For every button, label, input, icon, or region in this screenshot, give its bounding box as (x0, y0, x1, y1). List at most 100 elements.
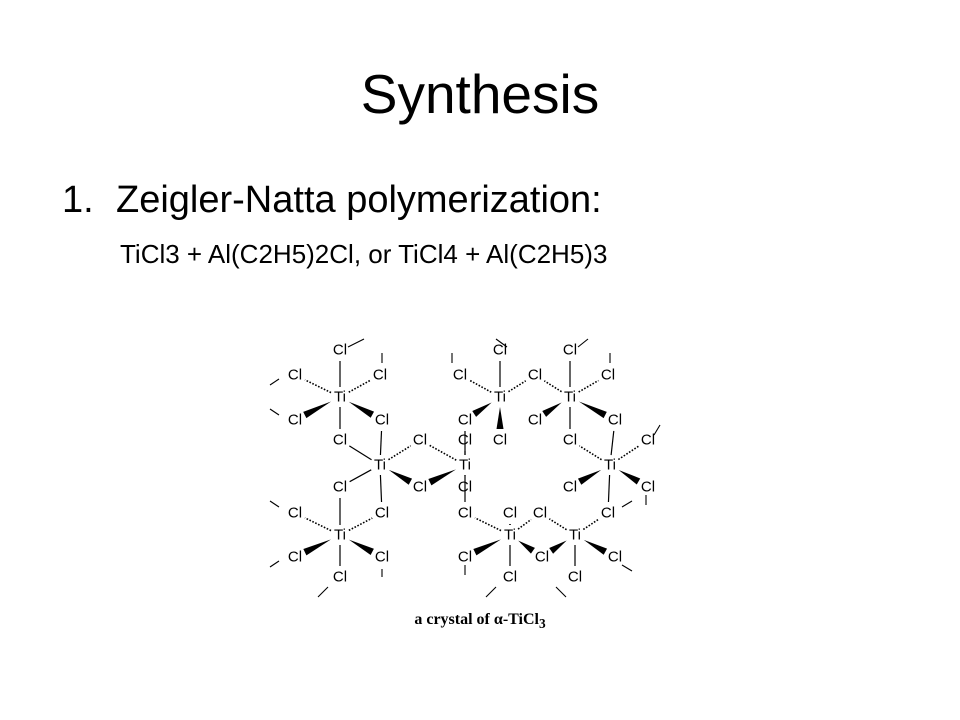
terminal-bond (269, 378, 280, 386)
single-bond (349, 445, 372, 461)
chlorine-atom-label: Cl (375, 505, 389, 522)
dashed-bond (388, 445, 412, 461)
terminal-bond (621, 500, 633, 508)
dashed-bond (474, 517, 502, 532)
wedge-bond (542, 402, 562, 417)
chlorine-atom-label: Cl (493, 342, 507, 359)
chlorine-atom-label: Cl (333, 342, 347, 359)
chlorine-atom-label: Cl (608, 549, 622, 566)
titanium-atom-label: Ti (569, 527, 581, 544)
wedge-bond (303, 401, 332, 419)
chlorine-atom-label: Cl (641, 479, 655, 496)
reagents-line: TiCl3 + Al(C2H5)2Cl, or TiCl4 + Al(C2H5)… (120, 239, 608, 269)
terminal-bond (621, 564, 633, 572)
slide-title: Synthesis (360, 63, 600, 125)
terminal-bond (317, 586, 329, 598)
chlorine-atom-label: Cl (503, 569, 517, 586)
chlorine-atom-label: Cl (413, 432, 427, 449)
bullet-point-1: 1.Zeigler-Natta polymerization: (62, 178, 602, 222)
terminal-bond (577, 338, 589, 348)
chlorine-atom-label: Cl (458, 479, 472, 496)
dashed-bond (304, 517, 332, 532)
dashed-bond (517, 518, 532, 530)
wedge-bond (473, 539, 502, 556)
titanium-atom-label: Ti (334, 389, 346, 406)
chlorine-atom-label: Cl (458, 412, 472, 429)
chlorine-atom-label: Cl (373, 367, 387, 384)
chlorine-atom-label: Cl (535, 549, 549, 566)
bullet-number: 1. (62, 179, 94, 221)
chlorine-atom-label: Cl (563, 432, 577, 449)
wedge-bond (496, 407, 504, 429)
dashed-bond (548, 518, 567, 531)
caption-alpha: α (493, 611, 503, 628)
titanium-atom-label: Ti (334, 527, 346, 544)
dashed-bond (348, 379, 371, 393)
dashed-bond (508, 380, 527, 393)
chlorine-atom-label: Cl (458, 549, 472, 566)
diagram-caption: a crystal of α-TiCl3 (380, 610, 580, 634)
terminal-bond (555, 586, 567, 598)
dashed-bond (582, 518, 600, 531)
chlorine-atom-label: Cl (528, 367, 542, 384)
chlorine-atom-label: Cl (568, 569, 582, 586)
chlorine-atom-label: Cl (563, 342, 577, 359)
caption-formula: -TiCl (502, 611, 539, 628)
chlorine-atom-label: Cl (375, 549, 389, 566)
chlorine-atom-label: Cl (608, 412, 622, 429)
chlorine-atom-label: Cl (641, 432, 655, 449)
dashed-bond (304, 379, 332, 394)
chlorine-atom-label: Cl (601, 367, 615, 384)
titanium-atom-label: Ti (374, 457, 386, 474)
titanium-atom-label: Ti (504, 527, 516, 544)
terminal-bond (269, 408, 280, 416)
chlorine-atom-label: Cl (288, 412, 302, 429)
wedge-bond (472, 402, 492, 417)
chlorine-atom-label: Cl (288, 367, 302, 384)
chlorine-atom-label: Cl (288, 505, 302, 522)
terminal-bond (485, 586, 497, 598)
dashed-bond (429, 444, 457, 461)
chlorine-atom-label: Cl (333, 432, 347, 449)
chlorine-atom-label: Cl (333, 479, 347, 496)
titanium-atom-label: Ti (604, 457, 616, 474)
single-bond (349, 469, 372, 483)
terminal-bond (269, 500, 280, 508)
single-bond (379, 474, 383, 503)
single-bond (607, 474, 611, 503)
chlorine-atom-label: Cl (533, 505, 547, 522)
chlorine-atom-label: Cl (453, 367, 467, 384)
wedge-bond (348, 539, 374, 555)
caption-prefix: a crystal of (414, 611, 494, 628)
wedge-bond (618, 470, 641, 485)
chlorine-atom-label: Cl (601, 505, 615, 522)
wedge-bond (428, 469, 457, 486)
titanium-atom-label: Ti (459, 457, 471, 474)
chlorine-atom-label: Cl (493, 432, 507, 449)
dashed-bond (543, 380, 562, 393)
single-bond (379, 430, 383, 456)
crystal-bonds (269, 338, 661, 598)
dashed-bond (348, 517, 373, 532)
wedge-bond (577, 469, 602, 485)
chlorine-atom-label: Cl (528, 412, 542, 429)
terminal-bond (269, 560, 280, 568)
chlorine-atom-label: Cl (333, 569, 347, 586)
chlorine-atom-label: Cl (563, 479, 577, 496)
dashed-bond (469, 379, 492, 393)
caption-subscript: 3 (538, 616, 546, 632)
wedge-bond (583, 539, 608, 555)
wedge-bond (388, 469, 413, 485)
wedge-bond (303, 539, 332, 556)
wedge-bond (518, 540, 535, 554)
chlorine-atom-label: Cl (375, 412, 389, 429)
dashed-bond (578, 445, 602, 461)
chlorine-atom-label: Cl (503, 505, 517, 522)
titanium-atom-label: Ti (564, 389, 576, 406)
titanium-atom-label: Ti (494, 389, 506, 406)
single-bond (610, 430, 615, 456)
chlorine-atom-label: Cl (458, 505, 472, 522)
wedge-bond (578, 401, 607, 419)
